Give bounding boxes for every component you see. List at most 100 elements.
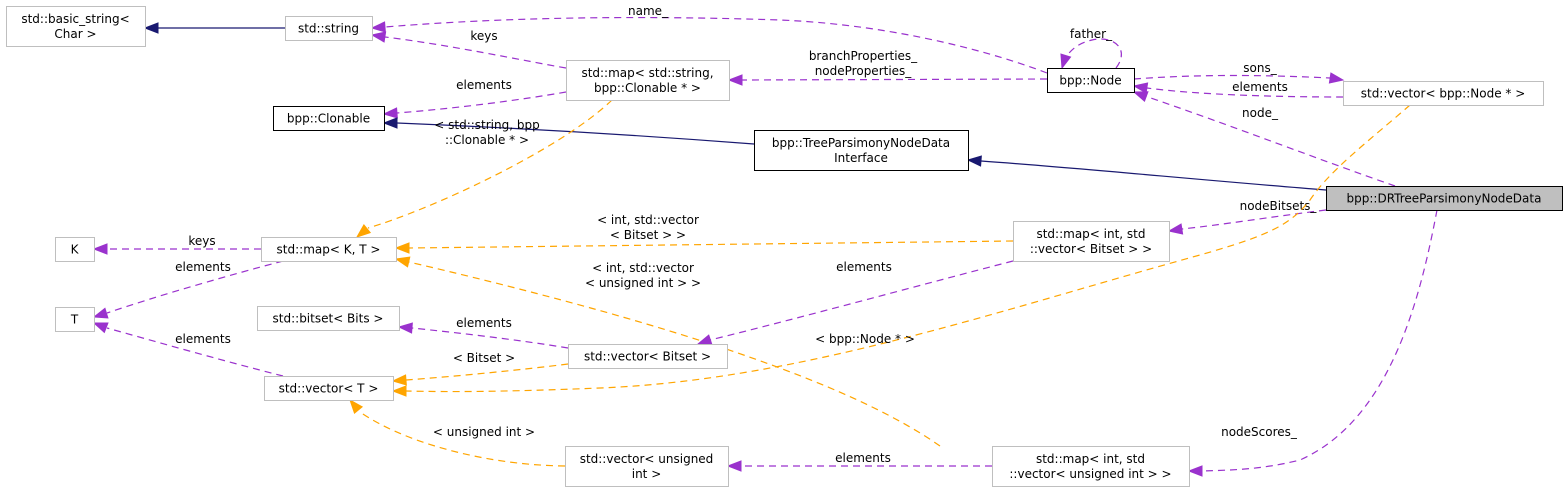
class-node-map-KT: std::map< K, T >: [261, 237, 397, 262]
edge-label: name_: [628, 4, 669, 18]
arrowhead-icon: [1132, 82, 1149, 94]
class-box[interactable]: [1326, 186, 1563, 211]
edge-dr_tpnd-to-map_int_vec_bitset: nodeBitsets_: [1167, 199, 1327, 235]
class-name: ::vector< unsigned int > >: [1009, 467, 1171, 481]
edge-line: [405, 363, 569, 381]
edge-map_KT-to-T: elements: [92, 260, 284, 319]
edge-label: elements: [835, 451, 891, 465]
edge-label: elements: [456, 316, 512, 330]
class-node-K: K: [55, 237, 95, 262]
edge-line: [741, 78, 1048, 81]
edge-line: [367, 99, 613, 229]
edges-layer: name_keys elements branchProperties_nodePr…: [92, 4, 1438, 477]
edge-string-to-basic_string: [143, 22, 285, 34]
arrowhead-icon: [391, 385, 407, 397]
class-box: [6, 6, 146, 47]
edge-label: keys: [470, 29, 497, 43]
edge-line: [384, 16, 1048, 74]
class-box: [565, 446, 729, 487]
edge-node-to-map_str_clonable: branchProperties_nodeProperties_: [727, 49, 1048, 86]
class-node-vector-bitset: std::vector< Bitset >: [568, 344, 728, 369]
edge-label: < std::string, bpp: [434, 118, 539, 132]
edge-line: [396, 91, 567, 114]
class-box[interactable]: [1047, 68, 1135, 93]
class-node-T: T: [55, 307, 95, 332]
edge-label: < int, std::vector: [592, 261, 694, 275]
class-box: [1013, 221, 1170, 262]
class-node-dr-tpnd[interactable]: bpp::DRTreeParsimonyNodeData: [1326, 186, 1563, 211]
arrowhead-icon: [391, 374, 407, 386]
class-name: int >: [632, 467, 662, 481]
edge-label: elements: [175, 332, 231, 346]
edge-map_str_clonable-to-string: keys: [370, 29, 567, 69]
arrowhead-icon: [92, 307, 109, 319]
class-name: bpp::TreeParsimonyNodeData: [772, 136, 950, 150]
arrowhead-icon: [370, 21, 386, 33]
edge-line: [106, 260, 284, 314]
edge-line: [384, 36, 567, 69]
edge-line: [106, 327, 284, 377]
class-box: [1343, 81, 1544, 106]
class-name: std::vector< bpp::Node * >: [1361, 87, 1526, 101]
edge-label: < unsigned int >: [433, 425, 535, 439]
class-name: bpp::Clonable: [287, 112, 370, 126]
edge-line: [1146, 87, 1344, 98]
edge-label: sons_: [1243, 61, 1277, 75]
class-box: [566, 60, 730, 101]
edge-line: [1064, 38, 1122, 69]
class-box[interactable]: [273, 106, 385, 131]
edge-label: branchProperties_: [809, 49, 918, 63]
edge-label: keys: [188, 234, 215, 248]
class-box: [285, 16, 373, 41]
class-name: std::map< std::string,: [581, 66, 713, 80]
edge-label: elements: [175, 260, 231, 274]
edge-vector_bitset-to-bitset: elements: [397, 316, 569, 349]
arrowhead-icon: [1167, 223, 1184, 235]
class-name: std::basic_string<: [21, 12, 129, 26]
edge-map_int_vec_bitset-to-map_KT: < int, std::vector< Bitset > >: [394, 213, 1014, 254]
class-name: Char >: [54, 27, 96, 41]
edge-line: [709, 260, 1014, 341]
edge-label: < Bitset > >: [610, 228, 686, 242]
class-node-string: std::string: [285, 16, 373, 41]
edge-map_KT-to-K: keys: [92, 234, 261, 255]
edge-line: [980, 160, 1327, 191]
edge-label: nodeBitsets_: [1240, 199, 1318, 213]
class-name: ::vector< Bitset > >: [1030, 242, 1152, 256]
class-box: [568, 344, 728, 369]
arrowhead-icon: [382, 117, 398, 129]
edge-node-to-string: name_: [370, 4, 1048, 74]
edge-line: [1144, 95, 1396, 187]
edge-label: nodeProperties_: [815, 64, 913, 78]
edge-dr_tpnd-to-map_int_vec_uint: nodeScores_: [1187, 209, 1438, 477]
class-name: std::map< int, std: [1036, 227, 1145, 241]
class-name: T: [70, 313, 79, 327]
arrowhead-icon: [92, 243, 108, 255]
arrowhead-icon: [382, 107, 398, 119]
class-name: bpp::DRTreeParsimonyNodeData: [1347, 192, 1542, 206]
edge-vector_node-to-node: elements: [1132, 80, 1344, 98]
edge-node-to-vector_node: sons_: [1133, 61, 1345, 84]
class-node-bitset: std::bitset< Bits >: [257, 306, 400, 331]
arrowhead-icon: [394, 242, 410, 254]
arrowhead-icon: [397, 322, 413, 334]
class-node-clonable[interactable]: bpp::Clonable: [273, 106, 385, 131]
arrowhead-icon: [370, 31, 387, 43]
class-name: std::map< K, T >: [277, 243, 381, 257]
arrowhead-icon: [1132, 91, 1149, 102]
arrowhead-icon: [1328, 72, 1345, 84]
edge-label: node_: [1242, 106, 1279, 120]
class-box: [992, 446, 1190, 487]
edge-vector_node-to-vector_T: < bpp::Node * >: [391, 104, 1411, 397]
edge-label: < bpp::Node * >: [815, 332, 915, 346]
edge-tpnd_interface-to-clonable: [382, 117, 755, 145]
edge-vector_bitset-to-vector_T: < Bitset >: [391, 351, 569, 386]
class-box[interactable]: [754, 130, 969, 171]
edge-label: father_: [1070, 27, 1113, 41]
class-node-node[interactable]: bpp::Node: [1047, 68, 1135, 93]
class-node-basic-string: std::basic_string<Char >: [6, 6, 146, 47]
arrowhead-icon: [349, 398, 364, 415]
